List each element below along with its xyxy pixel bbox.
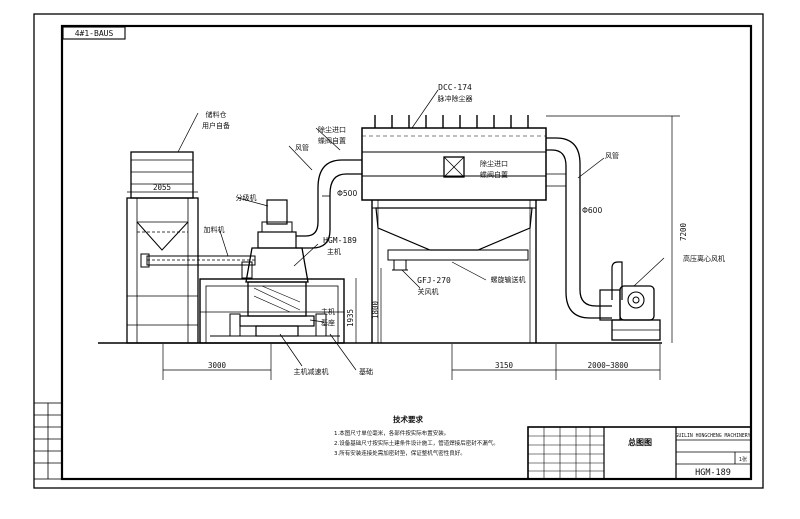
duct-left — [296, 159, 362, 249]
left-revision-strip — [33, 402, 63, 480]
notes-line: 1.本图尺寸单位毫米，各部件按实际布置安装。 — [334, 429, 449, 437]
dim-1935: 1935 — [346, 309, 355, 327]
corner-code: 4#1-BAUS — [75, 29, 114, 38]
corner-code-box: 4#1-BAUS — [62, 26, 126, 40]
dim-range: 2000~3800 — [588, 361, 629, 370]
label-dust-collector-name: 脉冲除尘器 — [438, 94, 473, 103]
label-dust-collector-model: DCC-174 — [438, 83, 472, 92]
label-fan: 高压离心风机 — [683, 254, 725, 263]
label-valve-name: 关风机 — [418, 287, 439, 296]
dim-3150: 3150 — [495, 361, 514, 370]
title-block-company: GUILIN HONGCHENG MACHINERY — [675, 433, 750, 439]
centrifugal-fan — [599, 261, 661, 341]
title-block-sheet: 1张 — [739, 456, 747, 463]
label-classifier: 分级机 — [236, 193, 257, 202]
leader-lines — [177, 89, 665, 371]
label-air-duct-right: 风管 — [605, 151, 619, 160]
label-feeder: 加料机 — [204, 225, 225, 234]
technical-notes: 技术要求 1.本图尺寸单位毫米，各部件按实际布置安装。 2.设备基础尺寸按实际土… — [334, 414, 499, 457]
label-storage-bin-note: 用户自备 — [202, 121, 230, 130]
rotary-valve — [392, 259, 408, 271]
title-block — [527, 426, 752, 480]
dim-7200: 7200 — [679, 222, 688, 241]
notes-title: 技术要求 — [393, 414, 423, 424]
feeder-conveyor — [140, 253, 256, 279]
label-foundation: 基础 — [359, 367, 373, 376]
label-reducer: 主机减速机 — [294, 367, 329, 376]
label-storage-bin: 储料仓 — [206, 110, 227, 119]
notes-line: 3.所有安装连接处需加密封垫，保证整机气密性良好。 — [334, 449, 466, 457]
title-block-model: HGM-189 — [695, 468, 731, 478]
mill-platform — [199, 278, 345, 344]
label-valve-model: GFJ-270 — [417, 276, 451, 285]
duct-right — [546, 137, 612, 319]
inner-frame — [60, 24, 753, 481]
title-block-drawing-title: 总图图 — [628, 437, 652, 447]
label-dust-inlet-1: 除尘进口 — [318, 125, 346, 134]
notes-line: 2.设备基础尺寸按实际土建条件设计施工，管道焊接后密封不漏气。 — [334, 439, 499, 447]
dim-2055: 2055 — [153, 183, 171, 192]
label-air-duct-left: 风管 — [295, 143, 309, 152]
label-duct-dia-right: Φ600 — [582, 206, 602, 215]
dust-collector — [361, 127, 547, 343]
pulse-valves — [374, 115, 529, 128]
dim-3000: 3000 — [208, 361, 227, 370]
label-dust-inlet-1-note: 蝶阀自置 — [318, 136, 346, 145]
label-dust-inlet-2-note: 蝶阀自置 — [480, 170, 508, 179]
dimensions — [127, 115, 680, 380]
label-screw-conveyor: 螺旋输送机 — [491, 275, 526, 284]
outer-frame — [33, 13, 764, 489]
label-duct-dia-left: Φ500 — [337, 189, 357, 198]
label-dust-inlet-2: 除尘进口 — [480, 159, 508, 168]
label-main-motor: 主机 — [321, 307, 335, 316]
label-mill-name: 主机 — [327, 247, 341, 256]
label-mill-model: HGM-189 — [323, 236, 357, 245]
label-main-motor-note: 基座 — [321, 318, 335, 327]
grinding-mill — [210, 199, 340, 337]
dim-1800: 1800 — [371, 300, 380, 319]
storage-bin — [126, 151, 199, 344]
